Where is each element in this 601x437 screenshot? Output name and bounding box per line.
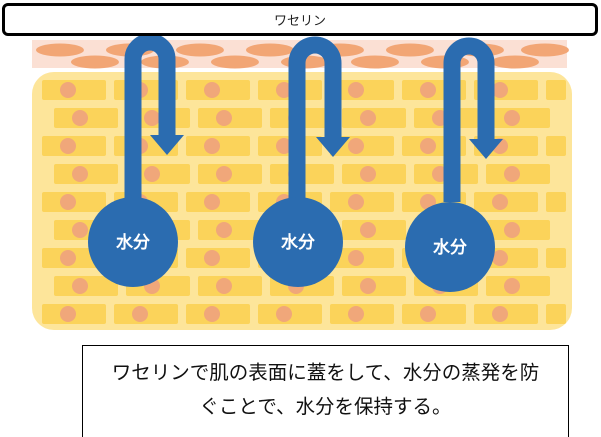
moisture-label: 水分 <box>281 232 315 253</box>
cell-nucleus <box>72 166 88 182</box>
moisture-bubble <box>405 202 495 292</box>
cell-nucleus <box>492 82 508 98</box>
moisture-label: 水分 <box>433 237 467 258</box>
caption-line-2: ぐことで、水分を保持する。 <box>199 395 452 418</box>
surface-cell <box>246 43 294 57</box>
vaseline-layer-label: ワセリン <box>2 3 598 36</box>
cell-nucleus <box>60 82 76 98</box>
moisture-bubble <box>253 197 343 287</box>
caption-line-1: ワセリンで肌の表面に蓋をして、水分の蒸発を防 <box>111 361 540 384</box>
surface-cell <box>36 43 84 57</box>
surface-cell <box>211 55 259 69</box>
skin-cell <box>546 80 566 100</box>
cell-nucleus <box>144 110 160 126</box>
cell-nucleus <box>420 82 436 98</box>
surface-cell <box>386 43 434 57</box>
cell-nucleus <box>72 110 88 126</box>
cell-nucleus <box>420 138 436 154</box>
surface-cell <box>351 55 399 69</box>
cell-nucleus <box>360 110 376 126</box>
cell-nucleus <box>60 138 76 154</box>
moisture-arrows <box>124 33 503 202</box>
cell-nucleus <box>276 306 292 322</box>
arrow-path <box>288 36 342 198</box>
caption-box: ワセリンで肌の表面に蓋をして、水分の蒸発を防 ぐことで、水分を保持する。 <box>82 345 569 437</box>
cell-nucleus <box>216 222 232 238</box>
skin-cell <box>546 192 566 212</box>
cell-nucleus <box>504 166 520 182</box>
cell-nucleus <box>420 306 436 322</box>
cell-nucleus <box>204 194 220 210</box>
cell-nucleus <box>348 194 364 210</box>
skin-cell <box>546 136 566 156</box>
cell-nucleus <box>360 278 376 294</box>
cell-nucleus <box>492 250 508 266</box>
arrowhead-icon <box>316 137 350 157</box>
moisture-bubble <box>88 197 178 287</box>
cell-nucleus <box>60 250 76 266</box>
cell-nucleus <box>504 110 520 126</box>
cell-nucleus <box>504 278 520 294</box>
cell-nucleus <box>360 222 376 238</box>
cell-nucleus <box>72 278 88 294</box>
surface-cell <box>176 43 224 57</box>
cell-nucleus <box>492 306 508 322</box>
cell-nucleus <box>492 194 508 210</box>
cell-nucleus <box>276 138 292 154</box>
cell-nucleus <box>360 166 376 182</box>
cell-nucleus <box>504 222 520 238</box>
cell-nucleus <box>60 306 76 322</box>
cell-nucleus <box>348 82 364 98</box>
cell-nucleus <box>144 166 160 182</box>
cell-nucleus <box>216 166 232 182</box>
cell-nucleus <box>132 306 148 322</box>
arrowhead-icon <box>469 139 503 159</box>
surface-cell <box>71 55 119 69</box>
cell-nucleus <box>204 306 220 322</box>
cell-nucleus <box>348 250 364 266</box>
cell-nucleus <box>204 138 220 154</box>
arrow-path <box>124 33 176 198</box>
moisture-bubbles: 水分 水分 水分 <box>88 197 495 292</box>
cell-nucleus <box>216 278 232 294</box>
cell-nucleus <box>348 306 364 322</box>
surface-cell <box>521 43 569 57</box>
cell-nucleus <box>60 194 76 210</box>
vaseline-label: ワセリン <box>273 14 326 29</box>
cell-nucleus <box>204 82 220 98</box>
cell-nucleus <box>216 110 232 126</box>
cell-nucleus <box>204 250 220 266</box>
skin-cell <box>546 248 566 268</box>
cell-nucleus <box>276 82 292 98</box>
moisture-label: 水分 <box>116 232 150 253</box>
cell-nucleus <box>348 138 364 154</box>
skin-cell <box>546 304 566 324</box>
surface-cell <box>491 55 539 69</box>
cell-nucleus <box>72 222 88 238</box>
arrowhead-icon <box>150 135 184 155</box>
arrow-path <box>443 37 495 202</box>
